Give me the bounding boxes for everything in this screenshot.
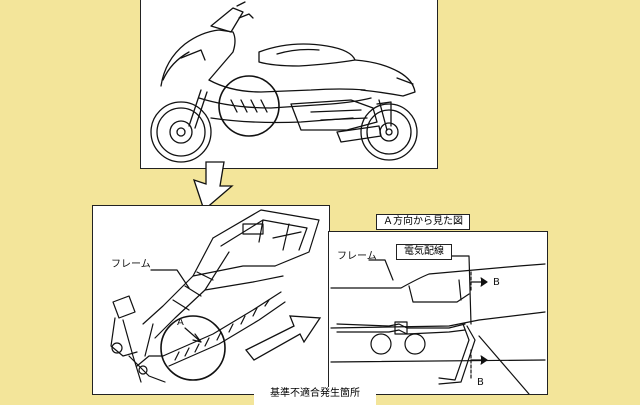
frame-panel: フレーム A	[92, 205, 330, 395]
section-b-top-label: B	[493, 277, 500, 288]
frame-label-left: フレーム	[111, 259, 151, 270]
scooter-drawing	[150, 1, 418, 163]
electrical-wiring-label: 電気配線	[396, 244, 452, 260]
frame-drawing	[110, 209, 320, 383]
block-arrow-down-icon	[192, 161, 234, 212]
frame-label-right: フレーム	[337, 251, 377, 262]
block-arrow-right-icon	[244, 315, 322, 361]
section-b-bottom-label: B	[477, 377, 484, 388]
wiring-detail-drawing	[330, 255, 546, 394]
view-from-a-title: Ａ方向から見た図	[376, 214, 470, 230]
nonconformance-location-caption: 基準不適合発生箇所	[254, 387, 376, 405]
arrow-a-label: A	[177, 317, 184, 328]
detail-view-panel: フレーム B B	[328, 231, 548, 395]
scooter-side-view-panel	[140, 0, 438, 169]
